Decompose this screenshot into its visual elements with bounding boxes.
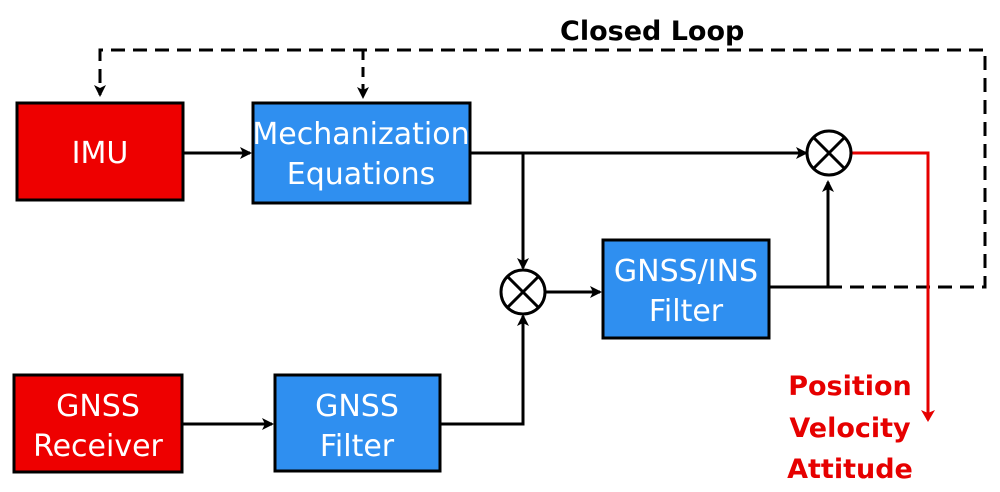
imu-block: IMU xyxy=(15,101,185,202)
output-label-attitude: Attitude xyxy=(787,454,913,485)
feedback-loop-line xyxy=(94,48,987,289)
gnss-filter-label-line2: Filter xyxy=(320,429,395,464)
gnss-receiver-label-line1: GNSS xyxy=(56,389,140,424)
mechanization-block: Mechanization Equations xyxy=(251,101,472,205)
gnss-ins-filter-label-line2: Filter xyxy=(649,294,724,329)
gnss-receiver-block: GNSS Receiver xyxy=(12,373,184,474)
imu-label: IMU xyxy=(72,136,129,171)
arrow-ins-filter-to-top-junction xyxy=(770,180,834,289)
top-summing-junction-icon xyxy=(805,129,853,177)
mechanization-label-line2: Equations xyxy=(287,157,436,192)
output-line xyxy=(852,151,935,422)
gnss-filter-block: GNSS Filter xyxy=(273,373,442,473)
lower-summing-junction-icon xyxy=(499,268,547,316)
arrow-gnss-filter-to-junction xyxy=(440,314,529,426)
output-label-velocity: Velocity xyxy=(789,413,911,444)
gnss-receiver-label-line2: Receiver xyxy=(33,429,163,464)
gnss-filter-label-line1: GNSS xyxy=(315,389,399,424)
gnss-ins-filter-block: GNSS/INS Filter xyxy=(601,238,771,340)
output-label-position: Position xyxy=(788,371,912,402)
mechanization-label-line1: Mechanization xyxy=(252,117,469,152)
gnss-ins-filter-label-line1: GNSS/INS xyxy=(614,254,758,289)
closed-loop-title: Closed Loop xyxy=(560,16,744,47)
